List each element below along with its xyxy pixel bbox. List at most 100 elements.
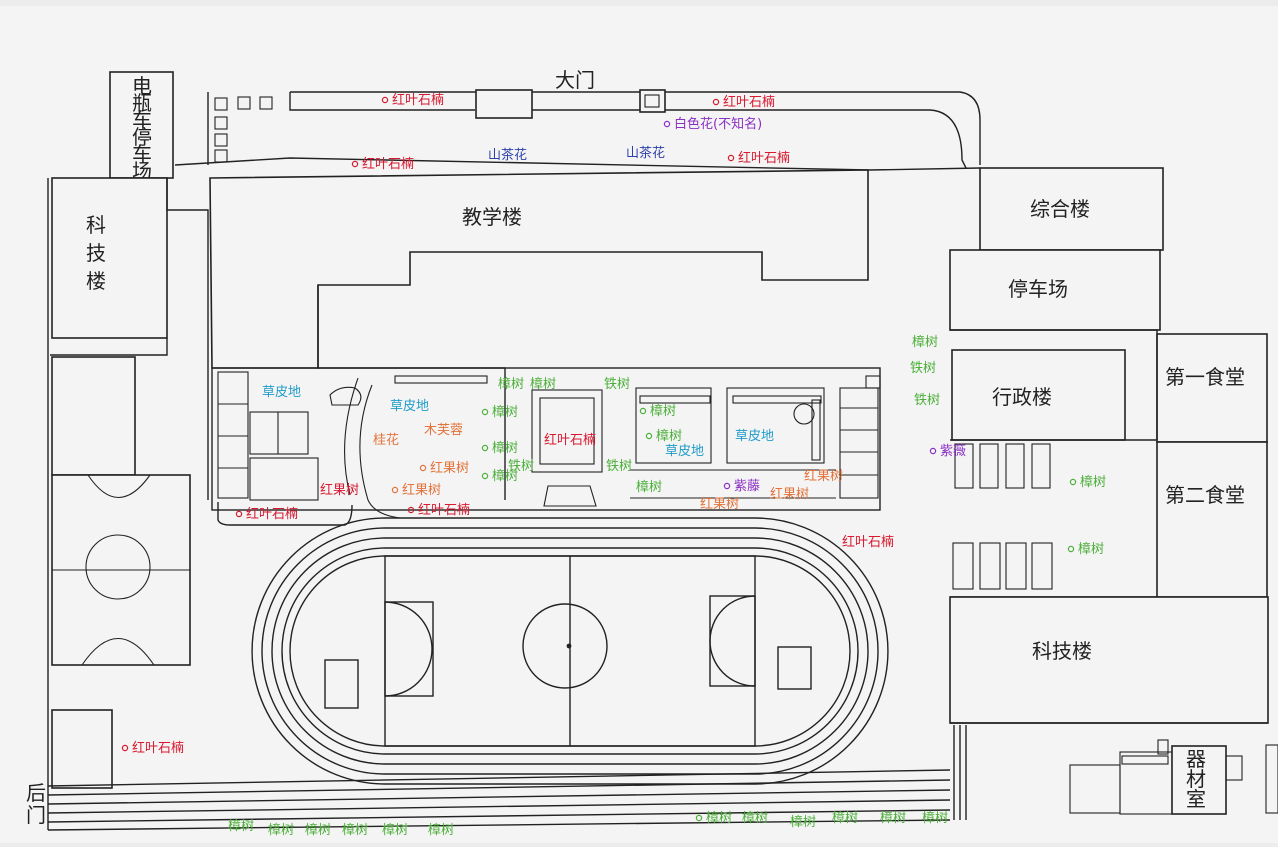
plant-label-photinia: 红叶石楠 bbox=[842, 534, 894, 550]
plant-label-cycad: 铁树 bbox=[606, 459, 632, 474]
plant-label-camphor: 樟树 bbox=[912, 335, 938, 350]
front-road-line bbox=[174, 157, 981, 171]
plant-label-red_fruit: 红果树 bbox=[700, 496, 739, 512]
plant-dot bbox=[712, 98, 720, 106]
plant-text: 山茶花 bbox=[488, 147, 527, 163]
plant-label-camphor: 樟树 bbox=[695, 811, 732, 826]
plant-label-red_fruit: 红果树 bbox=[320, 482, 359, 498]
plant-label-camphor: 樟树 bbox=[832, 811, 858, 826]
plant-label-hibiscus: 木芙蓉 bbox=[424, 423, 463, 438]
plant-label-photinia: 红叶石楠 bbox=[351, 156, 414, 172]
plant-dot bbox=[407, 506, 415, 514]
north-wall bbox=[207, 91, 981, 165]
gate-guard-booth bbox=[639, 89, 666, 113]
back-gate-label: 后门 bbox=[26, 781, 46, 827]
plant-label-camellia: 山茶花 bbox=[626, 145, 665, 161]
canteen-2-label: 第二食堂 bbox=[1165, 483, 1245, 507]
plant-label-camphor: 樟树 bbox=[428, 823, 454, 838]
west-block-2 bbox=[51, 709, 113, 789]
plant-text: 紫薇 bbox=[940, 444, 966, 459]
plant-text: 樟树 bbox=[790, 815, 816, 830]
plant-dot bbox=[1067, 545, 1075, 553]
plant-label-photinia: 红叶石楠 bbox=[381, 92, 444, 108]
west-walk bbox=[166, 178, 209, 500]
plant-text: 铁树 bbox=[914, 393, 940, 408]
plant-text: 红叶石楠 bbox=[842, 534, 894, 550]
west-walk-2 bbox=[50, 338, 168, 356]
plant-dot bbox=[727, 154, 735, 162]
east-parking-slots bbox=[952, 443, 1053, 590]
plant-label-cycad: 铁树 bbox=[914, 393, 940, 408]
plant-text: 樟树 bbox=[912, 335, 938, 350]
court-center-circle bbox=[85, 534, 151, 600]
plant-text: 山茶花 bbox=[626, 145, 665, 161]
plant-text: 樟树 bbox=[342, 823, 368, 838]
plant-text: 红叶石楠 bbox=[392, 92, 444, 108]
science-building-right bbox=[949, 596, 1269, 724]
plant-text: 樟树 bbox=[636, 480, 662, 495]
plant-dot bbox=[419, 464, 427, 472]
plant-label-camphor: 樟树 bbox=[305, 823, 331, 838]
plant-text: 樟树 bbox=[498, 377, 524, 392]
plant-label-camphor: 樟树 bbox=[481, 405, 518, 420]
plant-text: 樟树 bbox=[922, 811, 948, 826]
complex-building bbox=[979, 167, 1164, 251]
plant-label-cycad: 铁树 bbox=[910, 361, 936, 376]
plant-dot bbox=[391, 486, 399, 494]
plant-text: 樟树 bbox=[492, 405, 518, 420]
plant-label-camphor: 樟树 bbox=[1067, 542, 1104, 557]
plant-label-photinia: 红叶石楠 bbox=[235, 506, 298, 522]
north-west-boxes bbox=[214, 96, 273, 163]
plant-text: 樟树 bbox=[706, 811, 732, 826]
west-block-1 bbox=[51, 356, 136, 476]
plant-label-camphor: 樟树 bbox=[636, 480, 662, 495]
garden-west-boxes bbox=[217, 371, 319, 501]
plant-dot bbox=[695, 814, 703, 822]
plant-dot bbox=[481, 408, 489, 416]
parking-lot-label: 停车场 bbox=[1008, 277, 1068, 301]
plant-text: 红叶石楠 bbox=[723, 94, 775, 110]
plant-text: 草皮地 bbox=[735, 429, 774, 444]
plant-label-wisteria: 紫藤 bbox=[723, 479, 760, 494]
plant-annotations: 红叶石楠红叶石楠红叶石楠红叶石楠山茶花山茶花白色花(不知名)草皮地草皮地草皮地草… bbox=[121, 92, 1106, 838]
plant-dot bbox=[481, 444, 489, 452]
complex-building-label: 综合楼 bbox=[1030, 197, 1090, 221]
south-west-garden-edge bbox=[217, 502, 353, 526]
plant-label-camphor: 樟树 bbox=[481, 441, 518, 456]
east-walk bbox=[950, 722, 1268, 820]
plant-dot bbox=[645, 432, 653, 440]
plant-text: 樟树 bbox=[1078, 542, 1104, 557]
plant-label-camphor: 樟树 bbox=[228, 819, 254, 834]
plant-label-camphor: 樟树 bbox=[742, 811, 768, 826]
lawn-plot-3 bbox=[726, 387, 825, 464]
plant-label-camphor: 樟树 bbox=[1069, 475, 1106, 490]
gate-house-left bbox=[475, 89, 533, 119]
plant-text: 樟树 bbox=[492, 441, 518, 456]
plant-dot bbox=[1069, 478, 1077, 486]
plant-dot bbox=[235, 510, 243, 518]
plant-label-cycad: 铁树 bbox=[508, 459, 534, 474]
plant-text: 红叶石楠 bbox=[418, 502, 470, 518]
teaching-building-label: 教学楼 bbox=[462, 205, 522, 229]
canteen-2 bbox=[1156, 441, 1268, 598]
ebike-parking-label: 电瓶车停车场 bbox=[132, 74, 152, 183]
plant-label-red_fruit: 红果树 bbox=[770, 486, 809, 502]
plant-text: 红叶石楠 bbox=[362, 156, 414, 172]
plant-label-photinia: 红叶石楠 bbox=[121, 740, 184, 756]
central-pavilion-inner bbox=[539, 397, 595, 465]
plant-label-camphor: 樟树 bbox=[645, 429, 682, 444]
plant-text: 铁树 bbox=[604, 377, 630, 392]
plant-label-camphor: 樟树 bbox=[639, 404, 676, 419]
gate-booth-inner bbox=[644, 94, 660, 108]
plant-label-cycad: 铁树 bbox=[604, 377, 630, 392]
plant-text: 红果树 bbox=[804, 468, 843, 484]
garden-fence-row bbox=[394, 375, 822, 461]
plant-text: 樟树 bbox=[880, 811, 906, 826]
plant-text: 红果树 bbox=[402, 482, 441, 498]
plant-label-camphor: 樟树 bbox=[382, 823, 408, 838]
canteen-1 bbox=[1156, 333, 1268, 443]
plant-label-white_flower: 白色花(不知名) bbox=[663, 116, 762, 132]
plant-label-lawn: 草皮地 bbox=[262, 385, 301, 400]
garden-well bbox=[793, 403, 815, 425]
